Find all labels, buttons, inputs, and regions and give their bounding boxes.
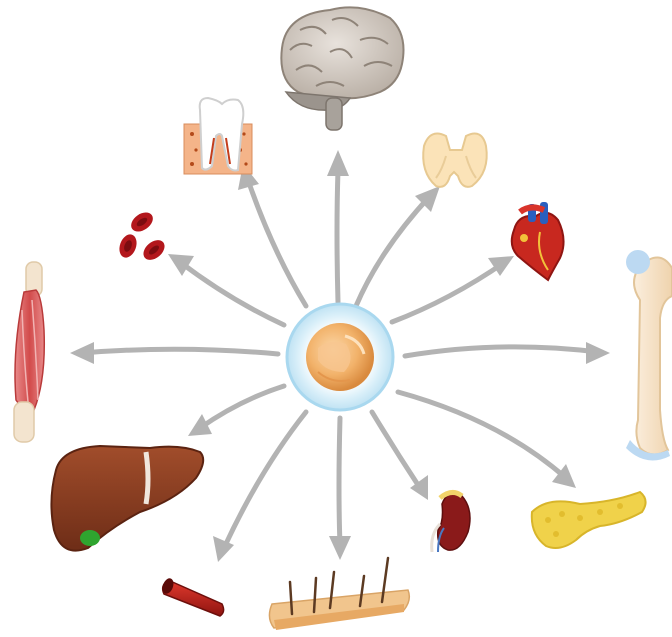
brain-icon [281, 7, 403, 130]
skin-hair-icon [269, 558, 409, 630]
red-blood-cells-icon [116, 209, 168, 264]
heart-icon [512, 202, 564, 280]
blood-vessel-icon [161, 577, 224, 616]
arrow-to-pancreas [398, 392, 566, 478]
arrowhead-skin [329, 536, 351, 560]
tooth-icon [184, 98, 252, 174]
arrow-to-kidney [372, 412, 420, 488]
kidney-icon [432, 492, 470, 552]
pancreas-icon [532, 492, 646, 548]
arrow-to-heart [392, 262, 505, 322]
liver-icon [51, 446, 203, 551]
arrow-to-brain [337, 170, 338, 302]
muscle-icon [14, 262, 44, 442]
arrow-to-bone [405, 347, 598, 356]
arrow-to-liver [200, 386, 284, 428]
arrow-to-skin [339, 418, 340, 545]
stem-cell-icon [287, 304, 393, 410]
arrow-to-vessel [224, 412, 306, 548]
bone-icon [626, 250, 672, 461]
thyroid-icon [423, 134, 487, 187]
arrowhead-bone [586, 342, 610, 364]
arrowhead-vessel [213, 536, 234, 562]
arrowhead-muscle [70, 342, 94, 364]
arrowhead-brain [327, 150, 349, 176]
arrow-to-rbc [180, 262, 284, 325]
arrowhead-rbc [168, 254, 194, 276]
arrow-to-tooth [248, 180, 306, 306]
arrow-to-muscle [82, 349, 278, 354]
arrow-to-thyroid [356, 196, 430, 306]
